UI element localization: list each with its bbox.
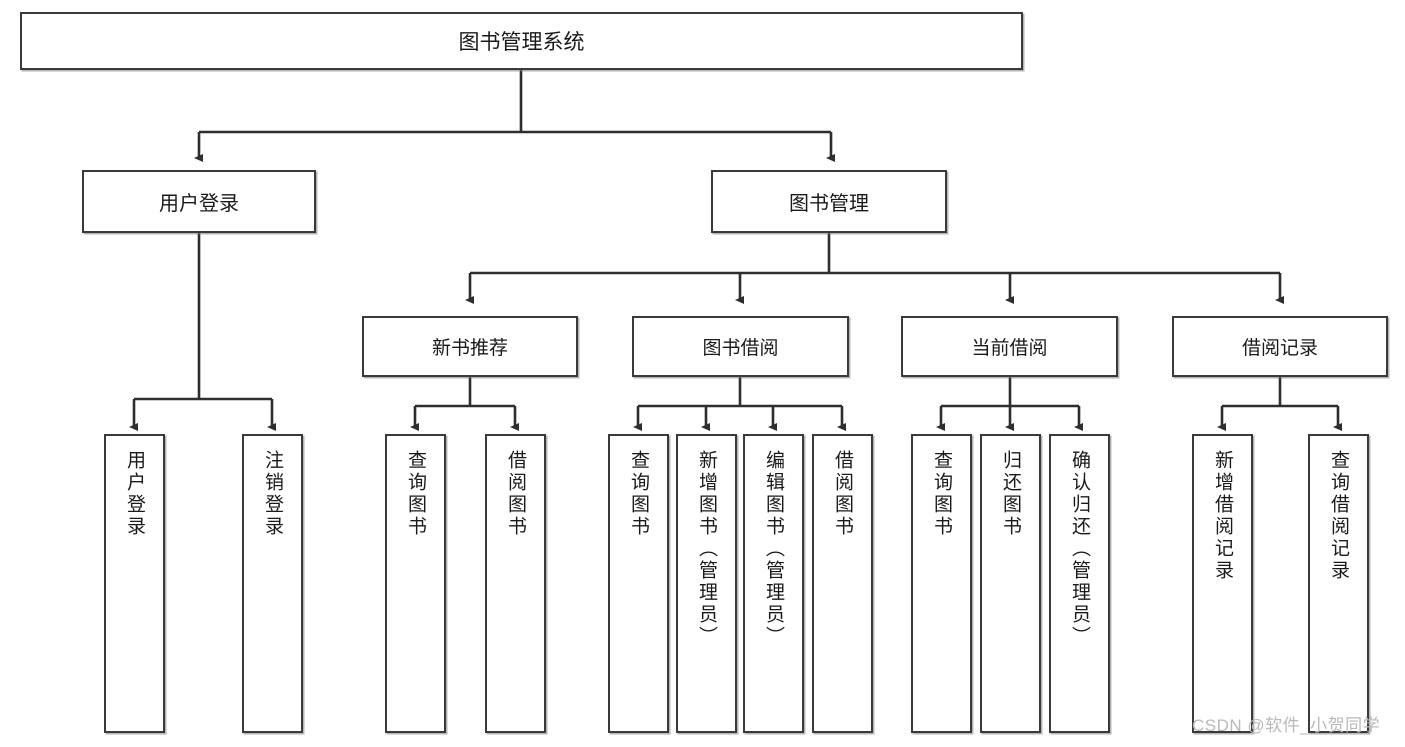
node-label: 查询图书 bbox=[931, 450, 952, 538]
node-label: 借阅记录 bbox=[1241, 338, 1318, 359]
node-label: 查询图书 bbox=[628, 450, 649, 538]
node-label: 新增图书（管理员） bbox=[696, 450, 717, 648]
node-label: 用户登录 bbox=[124, 450, 145, 538]
node-leaf-query-book-borrow[interactable]: 查询图书 bbox=[608, 434, 669, 733]
node-new-book-recommendation[interactable]: 新书推荐 bbox=[362, 316, 578, 377]
node-leaf-query-borrow-record[interactable]: 查询借阅记录 bbox=[1308, 434, 1369, 733]
node-label: 图书管理 bbox=[789, 193, 869, 215]
node-label: 图书借阅 bbox=[702, 338, 779, 359]
node-label: 新书推荐 bbox=[431, 338, 508, 359]
node-leaf-return-book[interactable]: 归还图书 bbox=[980, 434, 1041, 733]
node-current-borrow[interactable]: 当前借阅 bbox=[901, 316, 1118, 377]
node-leaf-borrow-book[interactable]: 借阅图书 bbox=[812, 434, 873, 733]
node-label: 图书管理系统 bbox=[458, 31, 585, 54]
node-label: 查询图书 bbox=[405, 450, 426, 538]
node-leaf-confirm-return-admin[interactable]: 确认归还（管理员） bbox=[1049, 434, 1110, 733]
node-root-book-management-system[interactable]: 图书管理系统 bbox=[20, 12, 1023, 70]
node-leaf-query-book-current[interactable]: 查询图书 bbox=[911, 434, 972, 733]
node-user-login[interactable]: 用户登录 bbox=[82, 170, 316, 233]
node-leaf-add-book-admin[interactable]: 新增图书（管理员） bbox=[676, 434, 737, 733]
node-label: 确认归还（管理员） bbox=[1069, 450, 1090, 648]
node-label: 借阅图书 bbox=[832, 450, 853, 538]
node-label: 用户登录 bbox=[159, 193, 239, 215]
node-label: 注销登录 bbox=[262, 450, 283, 538]
node-label: 新增借阅记录 bbox=[1212, 450, 1233, 582]
node-label: 归还图书 bbox=[1000, 450, 1021, 538]
node-label: 编辑图书（管理员） bbox=[763, 450, 784, 648]
node-leaf-query-book-recommend[interactable]: 查询图书 bbox=[385, 434, 446, 733]
watermark-text: CSDN @软件_小贺同学 bbox=[1192, 716, 1381, 735]
node-label: 当前借阅 bbox=[971, 338, 1048, 359]
node-leaf-borrow-book-recommend[interactable]: 借阅图书 bbox=[485, 434, 546, 733]
node-leaf-logout[interactable]: 注销登录 bbox=[242, 434, 303, 733]
node-leaf-user-login[interactable]: 用户登录 bbox=[104, 434, 165, 733]
node-book-management[interactable]: 图书管理 bbox=[711, 170, 947, 233]
node-leaf-add-borrow-record[interactable]: 新增借阅记录 bbox=[1192, 434, 1253, 733]
node-label: 查询借阅记录 bbox=[1328, 450, 1349, 582]
node-label: 借阅图书 bbox=[505, 450, 526, 538]
node-borrow-record[interactable]: 借阅记录 bbox=[1172, 316, 1388, 377]
node-book-borrow[interactable]: 图书借阅 bbox=[632, 316, 849, 377]
node-leaf-edit-book-admin[interactable]: 编辑图书（管理员） bbox=[743, 434, 804, 733]
